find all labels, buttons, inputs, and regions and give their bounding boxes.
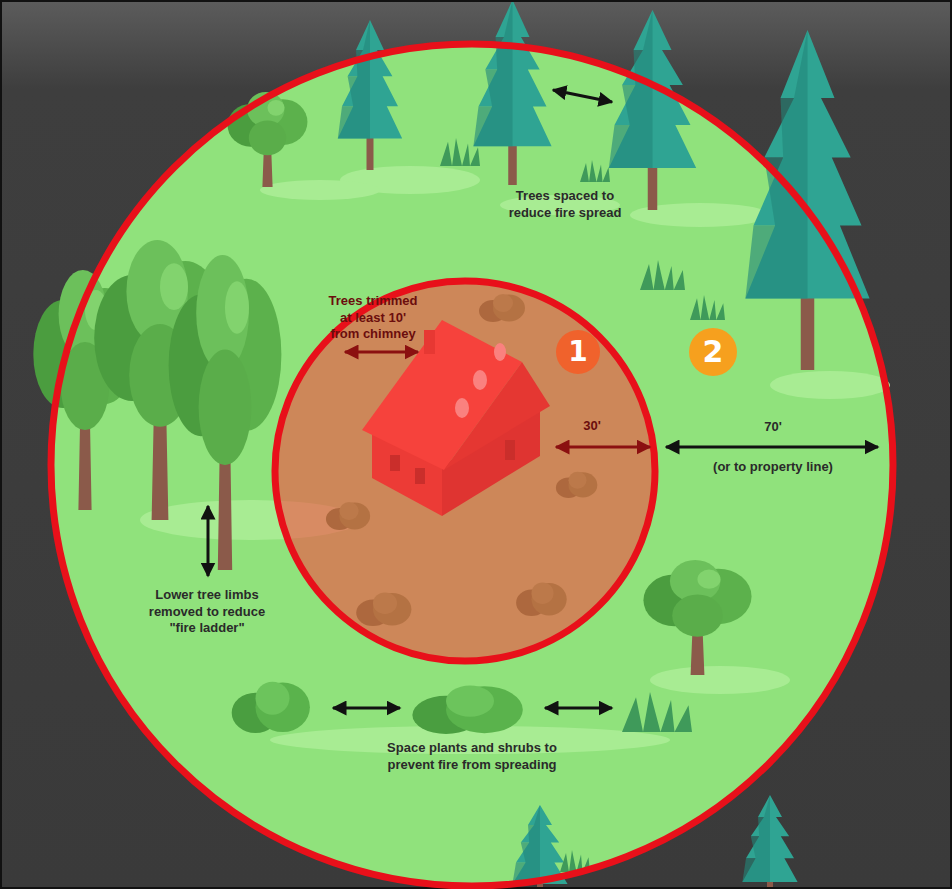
dimension-label: 70'	[743, 419, 803, 436]
dimension-arrow	[345, 351, 418, 354]
annotation: Space plants and shrubs to prevent fire …	[352, 740, 592, 773]
dimension-label: 30'	[562, 418, 622, 435]
zone-boundary	[275, 281, 655, 661]
dimension-note: (or to property line)	[688, 459, 858, 476]
annotation: Trees trimmed at least 10' from chimney	[321, 293, 425, 343]
annotation: Trees spaced to reduce fire spread	[495, 188, 635, 221]
annotation: Lower tree limbs removed to reduce "fire…	[141, 587, 273, 637]
zone-1-circle: 1	[271, 277, 659, 665]
dimension-arrow	[556, 446, 650, 449]
callout-number: 1	[556, 330, 600, 374]
callout-number: 2	[689, 328, 737, 376]
zone-boundary	[51, 44, 893, 886]
zone-outline	[271, 277, 659, 665]
